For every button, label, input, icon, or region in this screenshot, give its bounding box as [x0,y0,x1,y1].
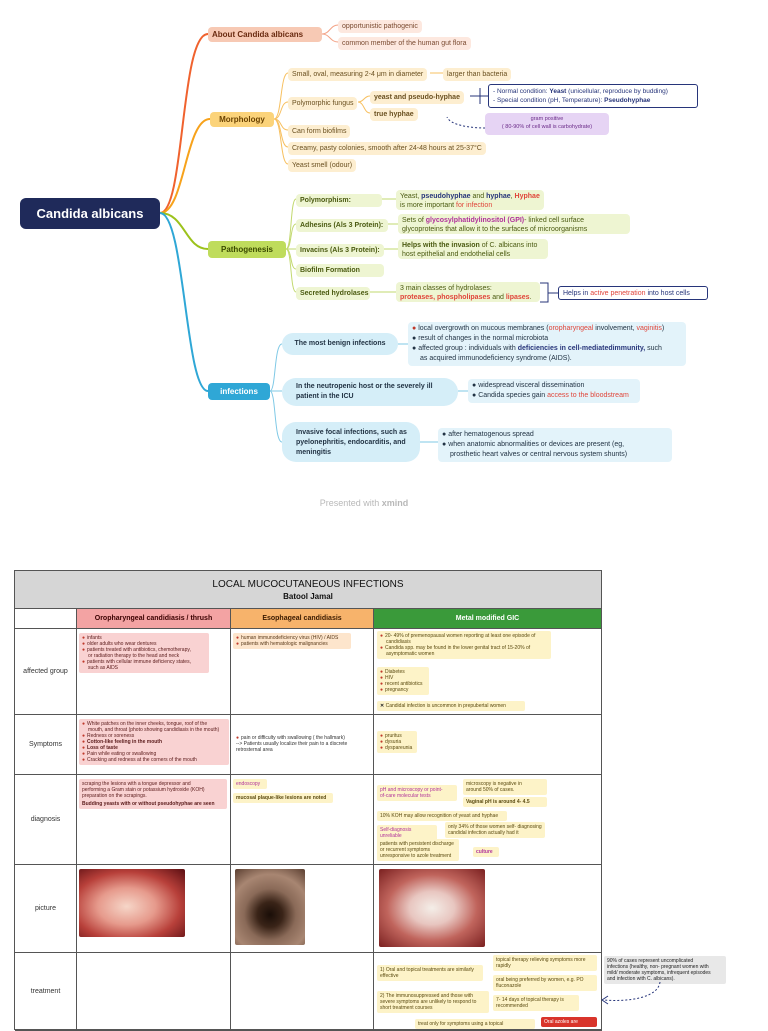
row-label-picture: picture [15,865,77,953]
about-node[interactable]: About Candida albicans [208,27,322,42]
oro-affected-list: infants older adults who wear dentures p… [79,633,209,673]
morph-smell: Yeast smell (odour) [288,159,357,172]
mucocutaneous-table: LOCAL MUCOCUTANEOUS INFECTIONS Batool Ja… [14,570,602,1031]
cell-gic-diagnosis [374,775,602,865]
row-label-diagnosis: diagnosis [15,775,77,865]
row-label-affected: affected group [15,629,77,715]
table-title: LOCAL MUCOCUTANEOUS INFECTIONS [212,579,404,590]
gic-treatment-2: 2) The immunosuppressed and those with s… [377,991,489,1013]
header-oropharyngeal: Oropharyngeal candidiasis / thrush [77,609,231,629]
cell-gic-symptoms [374,715,602,775]
cell-oro-diagnosis [77,775,231,865]
table-title-area: LOCAL MUCOCUTANEOUS INFECTIONS Batool Ja… [15,571,602,609]
row-label-symptoms: Symptoms [15,715,77,775]
cell-gic-affected [374,629,602,715]
inf-invasive: Invasive focal infections, such as pyelo… [282,422,420,462]
cell-oro-symptoms [77,715,231,775]
header-esophageal: Esophageal candidiasis [231,609,374,629]
morph-gram-note: gram positive ( 80-90% of cell wall is c… [485,113,609,135]
oro-symptoms-list: White patches on the inner cheeks, tongu… [79,719,229,765]
gic-diagnosis-ph: pH and microscopy or point-of-care molec… [377,785,457,801]
morph-condition-note: - Normal condition: Yeast (unicellular, … [488,84,698,108]
inf-benign-desc: local overgrowth on mucous membranes (or… [408,322,686,366]
header-gic: Metal modified GIC [374,609,602,629]
morph-colonies: Creamy, pasty colonies, smooth after 24-… [288,142,486,155]
root-node[interactable]: Candida albicans [20,198,160,229]
cell-eso-picture [231,865,374,953]
gic-affected-prepubertal: ✕ Candidal infection is uncommon in prep… [377,701,525,711]
morph-true-hyphae: true hyphae [370,108,418,121]
inf-neutropenic-desc: ● widespread visceral dissemination ● Ca… [468,379,640,403]
cell-eso-diagnosis [231,775,374,865]
morph-biofilms: Can form biofilms [288,125,351,138]
oro-diagnosis: scraping the lesions with a tongue depre… [79,779,227,809]
cell-eso-treatment [231,953,374,1031]
gic-symptoms-list: pruritus dysuria dyspareunia [377,731,417,753]
inf-invasive-desc: ● after hematogenous spread ● when anato… [438,428,672,462]
gic-affected-risk: Diabetes HIV recent antibiotics pregnanc… [377,667,429,695]
eso-diagnosis-endoscopy: endoscopy [233,779,267,789]
morph-size: Small, oval, measuring 2-4 μm in diamete… [288,68,428,81]
morph-size-compare: larger than bacteria [443,68,512,81]
cell-oro-affected [77,629,231,715]
inf-benign: The most benign infections [282,333,398,355]
gic-treatment-3: treat only for symptoms using a topical [415,1019,535,1029]
path-adhesins: Adhesins (Als 3 Protein): [296,219,388,232]
path-invacins-desc: Helps with the invasion of C. albicans i… [398,239,548,259]
row-label-treatment: treatment [15,953,77,1031]
presented-with-footer: Presented with xmind [319,498,409,508]
eso-symptoms-list: pain or difficulty with swallowing ( the… [233,733,365,755]
path-adhesins-desc: Sets of glycosylphatidylinositol (GPI)- … [398,214,630,234]
mindmap-connectors [159,24,558,443]
pathogenesis-node[interactable]: Pathogenesis [208,241,286,258]
inf-neutropenic: In the neutropenic host or the severely … [282,378,458,406]
gic-diagnosis-koh: 10% KOH may allow recognition of yeast a… [377,811,507,821]
path-polymorphism: Polymorphism: [296,194,382,207]
esophageal-endoscopy-photo [235,869,305,945]
table-author: Batool Jamal [283,592,333,601]
cell-oro-picture [77,865,231,953]
cell-eso-affected [231,629,374,715]
cell-eso-symptoms [231,715,374,775]
infections-node[interactable]: infections [208,383,270,400]
path-hydrolases-note: Helps in active penetration into host ce… [558,286,708,300]
gic-diagnosis-self: Self-diagnosis unreliable [377,825,437,841]
eso-affected-list: human immunodeficiency virus (HIV) / AID… [233,633,351,649]
uncomplicated-infections-note: 90% of cases represent uncomplicated inf… [604,956,726,984]
header-empty [15,609,77,629]
vaginal-candidiasis-photo [379,869,485,947]
morph-yeast-pseudohyphae: yeast and pseudo-hyphae [370,91,464,104]
gic-affected-stats: 20- 49% of premenopausal women reporting… [377,631,551,659]
path-hydrolases: Secreted hydrolases [296,287,370,300]
gic-diagnosis-vaginal-ph: Vaginal pH is around 4- 4.5 [463,797,547,807]
oral-thrush-photo [79,869,185,937]
morph-polymorphic: Polymorphic fungus [288,97,358,110]
morphology-node[interactable]: Morphology [210,112,274,127]
about-item-opportunistic: opportunistic pathogenic [338,20,422,33]
about-item-gut-flora: common member of the human gut flora [338,37,471,50]
path-hydrolases-desc: 3 main classes of hydrolases: proteases,… [396,282,540,302]
x-mark-icon: ✕ [380,703,385,709]
cell-gic-picture [374,865,602,953]
oral-azoles-badge: Oral azoles are [541,1017,597,1027]
path-biofilm: Biofilm Formation [296,264,384,277]
gic-diagnosis-culture: culture [473,847,499,857]
cell-oro-treatment [77,953,231,1031]
eso-diagnosis-plaques: mucosal plaque-like lesions are noted [233,793,333,803]
gic-diagnosis-self-detail: only 34% of those women self- diagnosing… [445,822,545,838]
path-invacins: Invacins (Als 3 Protein): [296,244,384,257]
gic-diagnosis-persistent: patients with persistent discharge or re… [377,839,459,861]
side-note-arrow [601,981,661,1005]
gic-treatment-1: 1) Oral and topical treatments are simil… [377,965,483,981]
path-polymorphism-desc: Yeast, pseudohyphae and hyphae, Hyphae i… [396,190,544,210]
